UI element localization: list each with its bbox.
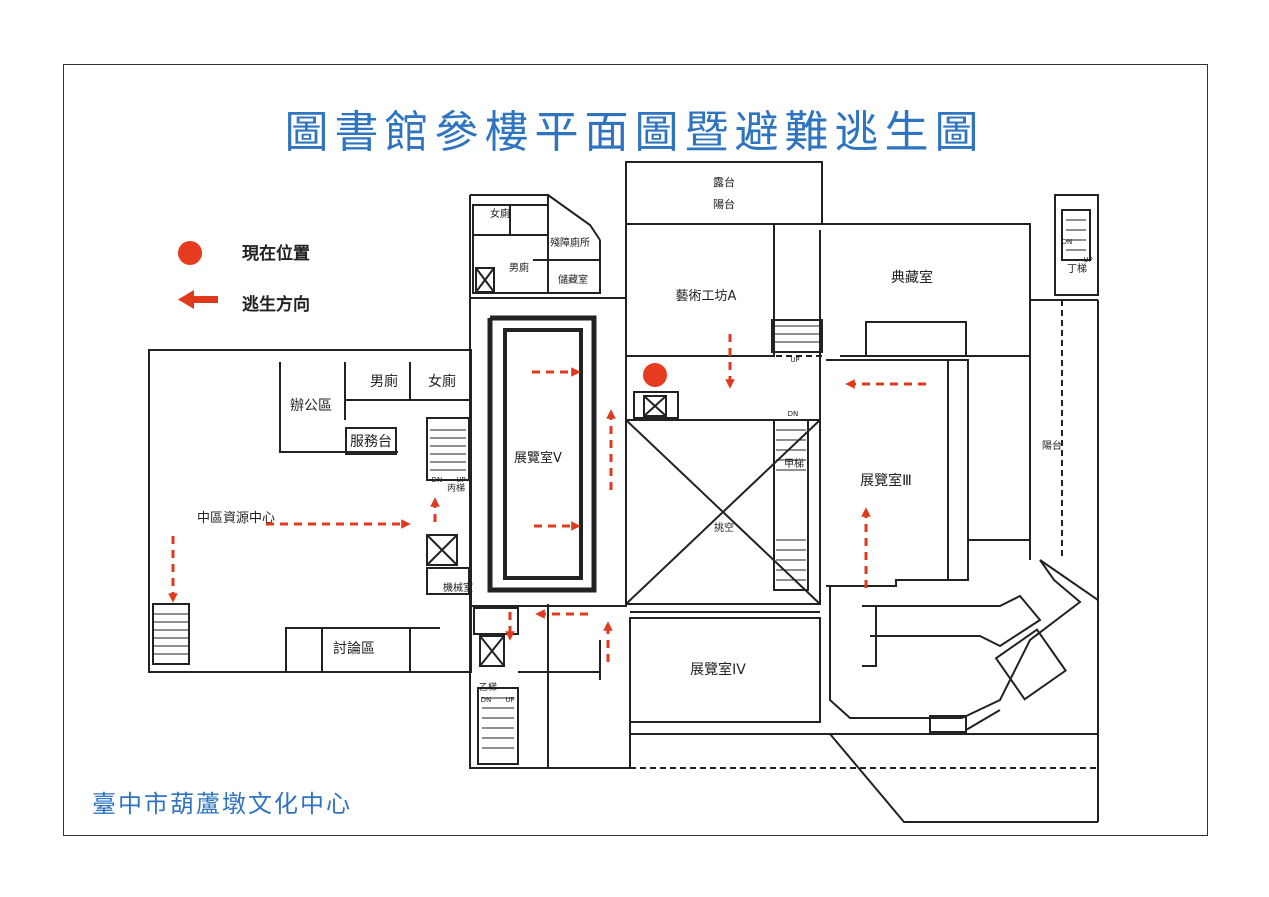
label-gallery-5: 展覽室V	[514, 450, 562, 466]
label-resource-center: 中區資源中心	[197, 511, 275, 526]
label-dn-main: DN	[788, 410, 799, 418]
label-balcony-right: 陽台	[1042, 439, 1062, 452]
page-title: 圖書館參樓平面圖暨避難逃生圖	[284, 107, 985, 158]
label-gallery-4: 展覽室IV	[690, 661, 746, 678]
legend-current-location-label: 現在位置	[242, 244, 310, 264]
current-location-marker	[643, 363, 667, 387]
room-labels: 露台 陽台 女廁 男廁 殘障廁所 儲藏室 藝術工坊A 典藏室 丁梯 男廁 女廁 …	[197, 175, 1093, 704]
legend-escape-arrow	[178, 290, 218, 309]
label-balcony-top: 陽台	[713, 197, 735, 211]
label-stair-ding: 丁梯	[1067, 262, 1087, 275]
map-frame	[63, 64, 1208, 836]
label-gallery-3: 展覽室Ⅲ	[860, 472, 912, 489]
legend-escape-direction-label: 逃生方向	[242, 295, 310, 315]
label-stair-jia: 甲梯	[784, 457, 804, 470]
label-up-east: UP	[1083, 256, 1092, 264]
label-up-main: UP	[790, 356, 799, 364]
label-discussion: 討論區	[333, 641, 375, 657]
label-womens-restroom-small: 女廁	[490, 207, 510, 220]
label-up-west: UP	[456, 476, 465, 484]
label-mens-restroom: 男廁	[370, 373, 398, 390]
label-mens-restroom-small: 男廁	[509, 261, 529, 274]
footer-organization: 臺中市葫蘆墩文化中心	[92, 790, 352, 818]
label-stair-bing: 丙梯	[447, 482, 465, 494]
label-office: 辦公區	[290, 398, 332, 414]
label-dn-east: DN	[1062, 238, 1073, 246]
label-stair-yi: 乙梯	[479, 681, 497, 693]
label-up-south: UP	[505, 696, 514, 704]
label-collection-room: 典藏室	[891, 269, 933, 286]
label-terrace: 露台	[713, 175, 735, 189]
label-service-desk: 服務台	[350, 434, 392, 450]
walls	[148, 161, 1099, 823]
label-art-workshop: 藝術工坊A	[676, 289, 737, 304]
label-dn-south: DN	[481, 696, 492, 704]
label-void: 挑空	[714, 521, 734, 534]
label-womens-restroom: 女廁	[428, 373, 456, 390]
escape-arrows	[168, 334, 926, 662]
label-machine-room: 機械室	[443, 581, 473, 594]
label-storage: 儲藏室	[558, 273, 588, 286]
label-dn-west: DN	[432, 476, 443, 484]
legend-current-location-dot	[178, 241, 202, 265]
label-accessible-restroom: 殘障廁所	[550, 236, 590, 249]
stair-treads	[153, 219, 1086, 749]
